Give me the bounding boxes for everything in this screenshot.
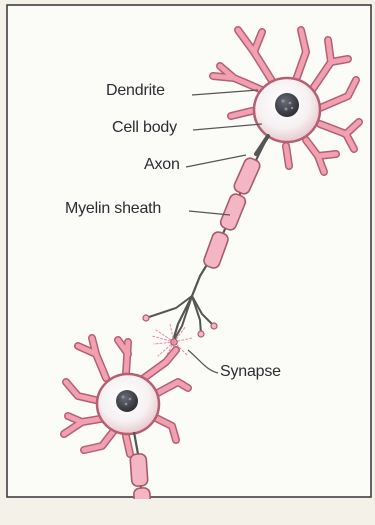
neuron-illustration	[6, 4, 374, 499]
synapse-label: Synapse	[220, 364, 281, 380]
cell-body-label: Cell body	[112, 120, 177, 136]
myelin-sheath-label: Myelin sheath	[65, 201, 161, 217]
neuron-diagram: Dendrite Cell body Axon Myelin sheath Sy…	[6, 4, 374, 499]
axon-label: Axon	[144, 157, 180, 173]
lower-nucleus	[116, 390, 138, 412]
upper-nucleus	[275, 93, 299, 117]
dendrite-label: Dendrite	[106, 83, 165, 99]
